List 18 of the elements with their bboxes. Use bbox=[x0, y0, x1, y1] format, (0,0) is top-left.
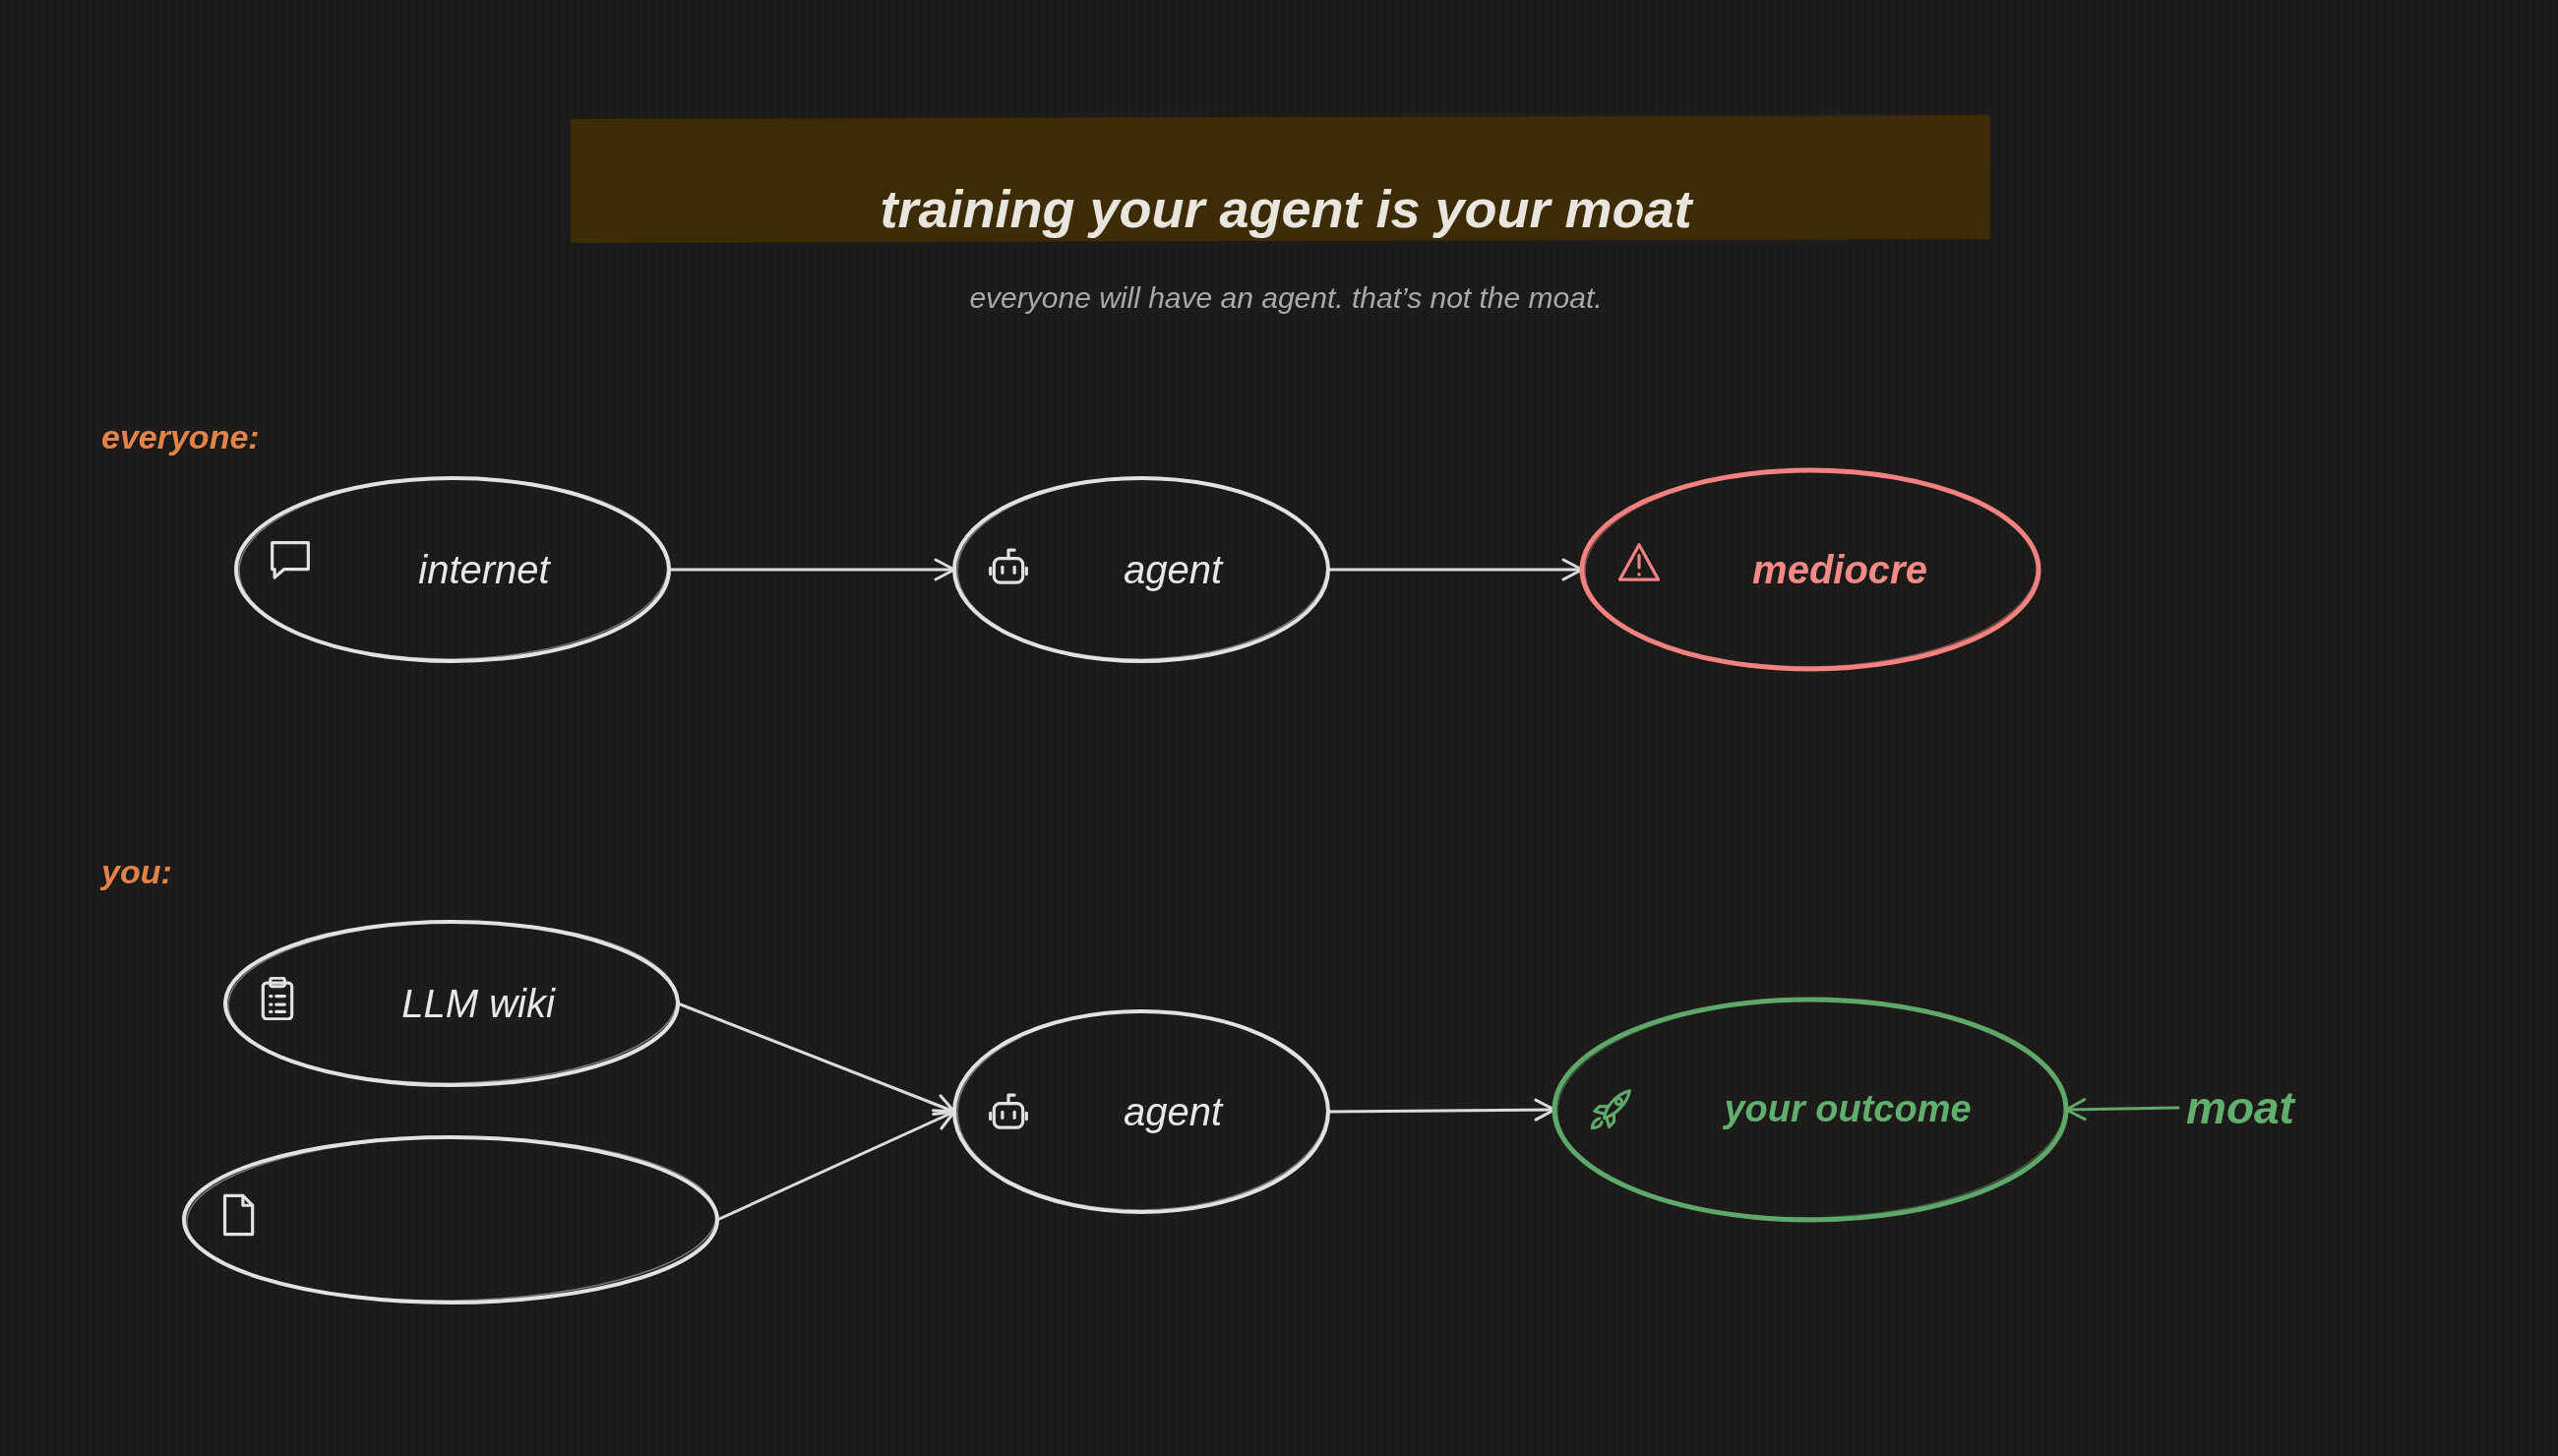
node-label: your outcome bbox=[1724, 1088, 1972, 1131]
title: training your agent is your moat bbox=[880, 177, 1692, 240]
ellipse-node bbox=[1550, 995, 2071, 1225]
node-label: LLM wiki bbox=[401, 981, 555, 1026]
section-label: everyone: bbox=[101, 418, 260, 457]
node-label: agent bbox=[1123, 547, 1223, 592]
node-label: internet bbox=[418, 547, 550, 592]
subtitle: everyone will have an agent. that’s not the moat. bbox=[969, 280, 1603, 316]
node-label: agent bbox=[1123, 1089, 1223, 1134]
node-label: mediocre bbox=[1752, 547, 1927, 592]
ellipse-node bbox=[1577, 465, 2043, 674]
ellipse-node bbox=[179, 1132, 722, 1307]
ellipse-node bbox=[231, 473, 674, 666]
callout-text: moat bbox=[2186, 1081, 2294, 1134]
section-label: you: bbox=[101, 853, 172, 892]
ellipse-node bbox=[949, 473, 1333, 666]
ellipse-node bbox=[949, 1006, 1333, 1217]
ellipse-node bbox=[220, 917, 683, 1090]
